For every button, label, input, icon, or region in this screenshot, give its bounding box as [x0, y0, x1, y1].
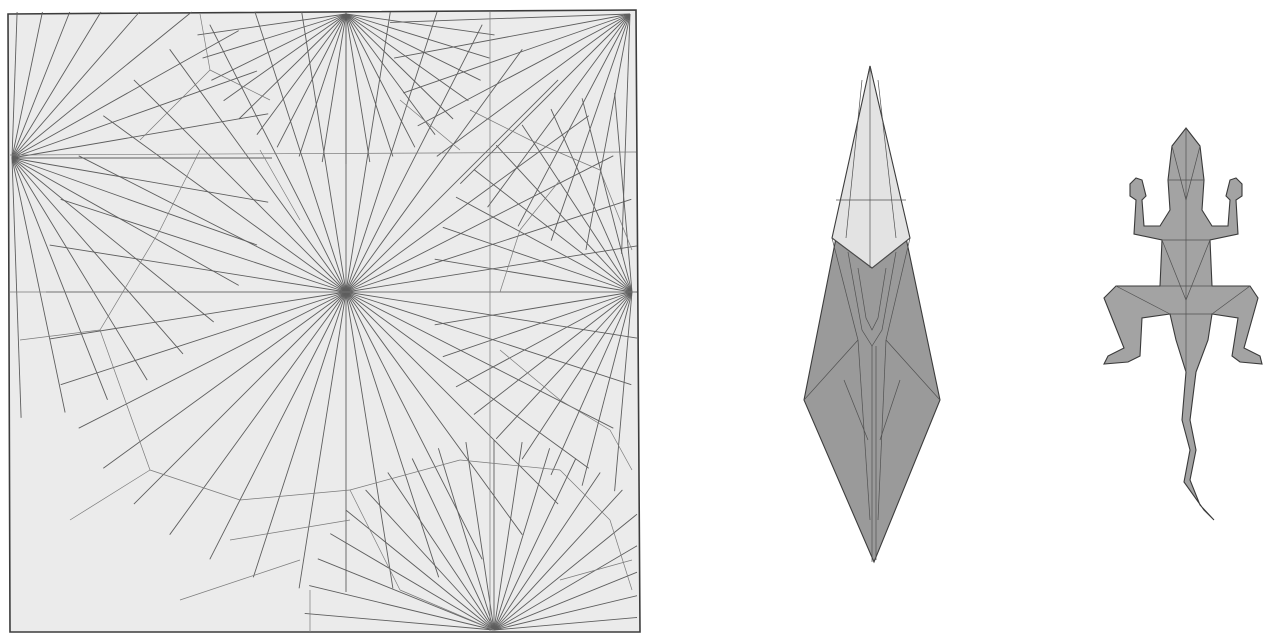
crease-pattern-square — [8, 10, 640, 632]
lizard-model-panel — [1104, 128, 1262, 520]
lizard-body — [1104, 128, 1262, 520]
folded-base-panel — [804, 66, 940, 562]
crease-pattern-panel — [8, 10, 640, 632]
base-upper-point — [832, 66, 910, 268]
